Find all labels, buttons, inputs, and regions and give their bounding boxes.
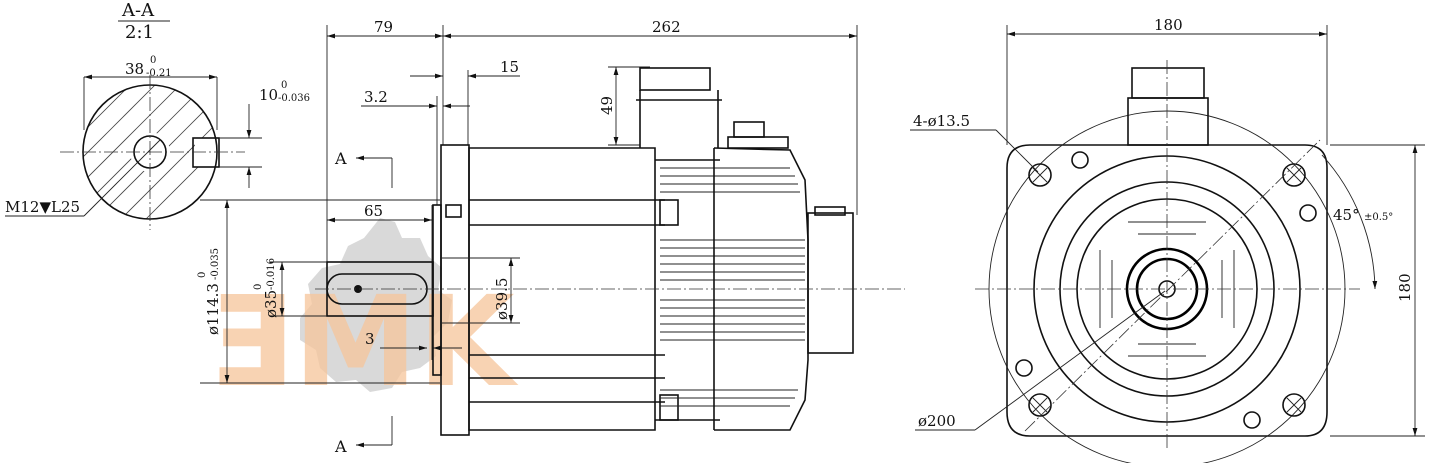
spigot-diameter-dim: ø114.3 [204,283,222,335]
front-height-dim: 180 [1396,273,1414,302]
spigot-tol-upper: 0 [197,272,208,278]
section-title: A-A [121,0,155,21]
section-marker-top: A [334,149,347,168]
watermark-text: ƎMK [208,270,519,415]
shaft-tol-lower: -0.016 [266,258,277,290]
key-width-dim: 10 [259,86,278,104]
shoulder-diameter-dim: ø39.5 [493,278,511,320]
spigot-depth-dim: 3.2 [364,88,388,106]
body-length-dim: 262 [652,18,681,36]
thread-callout: M12▼L25 [5,198,80,216]
key-tol-upper: 0 [281,80,287,91]
angle-dim: 45° [1333,206,1360,224]
front-view: 180 180 [910,16,1425,463]
key-length-dim: 65 [364,202,383,220]
holes-callout: 4-ø13.5 [913,112,970,130]
key-tol-lower: -0.036 [278,93,310,104]
shaft-diameter-tol-lower: -0.21 [146,68,172,79]
connector-height-dim: 49 [598,96,616,115]
shaft-tol-upper: 0 [253,284,264,290]
section-scale: 2:1 [125,22,154,43]
pcd-callout: ø200 [918,412,956,430]
shaft-overall-dim: 79 [374,18,393,36]
section-marker-bottom: A [334,437,347,456]
key-offset-dim: 3 [365,330,375,348]
shaft-diameter-dim: 38 [125,60,144,78]
spigot-tol-lower: -0.035 [210,248,221,280]
section-view: A-A 2:1 38 0 -0.21 [5,0,310,230]
flange-thickness-dim: 15 [500,58,519,76]
side-view: A A 79 262 15 3.2 49 65 [197,18,905,456]
shaft-diameter-tol-upper: 0 [150,55,156,66]
shaft-diameter-side-dim: ø35 [262,290,280,318]
angle-tol: ±0.5° [1364,212,1393,223]
front-width-dim: 180 [1154,16,1183,34]
